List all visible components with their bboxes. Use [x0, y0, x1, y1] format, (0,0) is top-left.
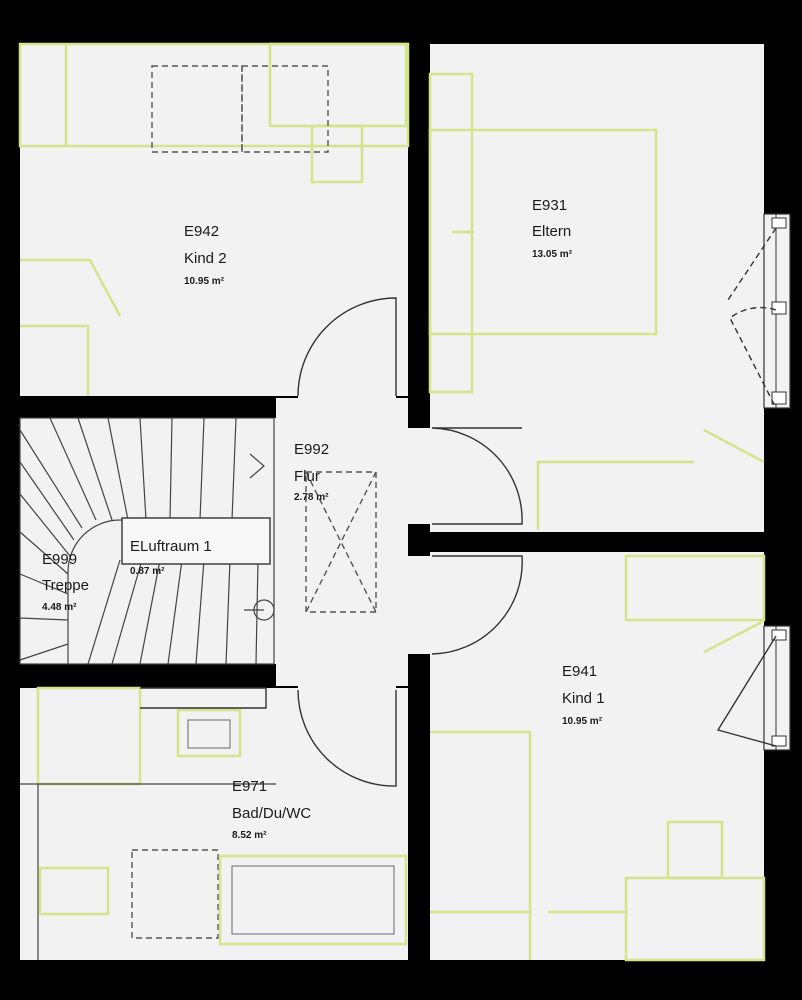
window-swing-eltern [727, 227, 777, 409]
room-code-treppe: E999 [42, 551, 77, 568]
label-flur: E992 Flur 2.78 m² [294, 441, 329, 503]
label-eltern: E931 Eltern 13.05 m² [532, 197, 573, 260]
door-bad [297, 689, 397, 787]
room-code-kind1: E941 [562, 663, 597, 680]
luftraum-box [121, 517, 271, 565]
room-area-eltern: 13.05 m² [532, 249, 573, 260]
room-area-luftraum: 0.87 m² [130, 566, 165, 577]
room-code-eltern: E931 [532, 197, 567, 214]
opening-kind2 [298, 394, 396, 420]
opening-eltern [406, 428, 432, 524]
flur-marker [305, 471, 377, 613]
room-area-kind2: 10.95 m² [184, 276, 225, 287]
room-name-eltern: Eltern [532, 223, 571, 240]
room-name-luftraum: ELuftraum 1 [130, 538, 212, 555]
door-kind2 [297, 297, 397, 397]
opening-bad [298, 664, 396, 690]
room-area-treppe: 4.48 m² [42, 602, 77, 613]
floor-eltern [430, 44, 764, 532]
room-code-kind2: E942 [184, 223, 219, 240]
door-swings [297, 227, 777, 787]
window-swing-kind1 [716, 635, 777, 747]
room-name-kind1: Kind 1 [562, 690, 605, 707]
room-area-flur: 2.78 m² [294, 492, 329, 503]
label-bad: E971 Bad/Du/WC 8.52 m² [232, 778, 311, 841]
label-kind1: E941 Kind 1 10.95 m² [562, 663, 605, 727]
door-kind1 [431, 555, 523, 655]
furniture-kind1 [430, 554, 766, 962]
furniture-eltern [428, 72, 765, 530]
room-name-treppe: Treppe [42, 577, 89, 594]
room-code-flur: E992 [294, 441, 329, 458]
room-floors [20, 44, 764, 960]
stairs [19, 417, 275, 665]
label-treppe: E999 Treppe 4.48 m² [42, 551, 89, 613]
door-eltern [431, 427, 523, 525]
door-openings [298, 394, 432, 690]
floor-kind2 [20, 44, 408, 396]
windows [763, 213, 791, 751]
label-luftraum: ELuftraum 1 0.87 m² [130, 538, 212, 577]
room-name-kind2: Kind 2 [184, 250, 227, 267]
furniture-kind2 [18, 42, 410, 396]
floor-kind1 [430, 552, 764, 960]
furniture-bad [20, 686, 408, 960]
label-kind2: E942 Kind 2 10.95 m² [184, 223, 227, 287]
room-area-kind1: 10.95 m² [562, 716, 603, 727]
room-name-bad: Bad/Du/WC [232, 805, 311, 822]
floor-flur [276, 398, 408, 686]
floor-bad [20, 688, 408, 960]
room-code-bad: E971 [232, 778, 267, 795]
room-area-bad: 8.52 m² [232, 830, 267, 841]
window-kind1 [763, 625, 791, 751]
room-name-flur: Flur [294, 468, 320, 485]
opening-kind1 [406, 556, 432, 654]
